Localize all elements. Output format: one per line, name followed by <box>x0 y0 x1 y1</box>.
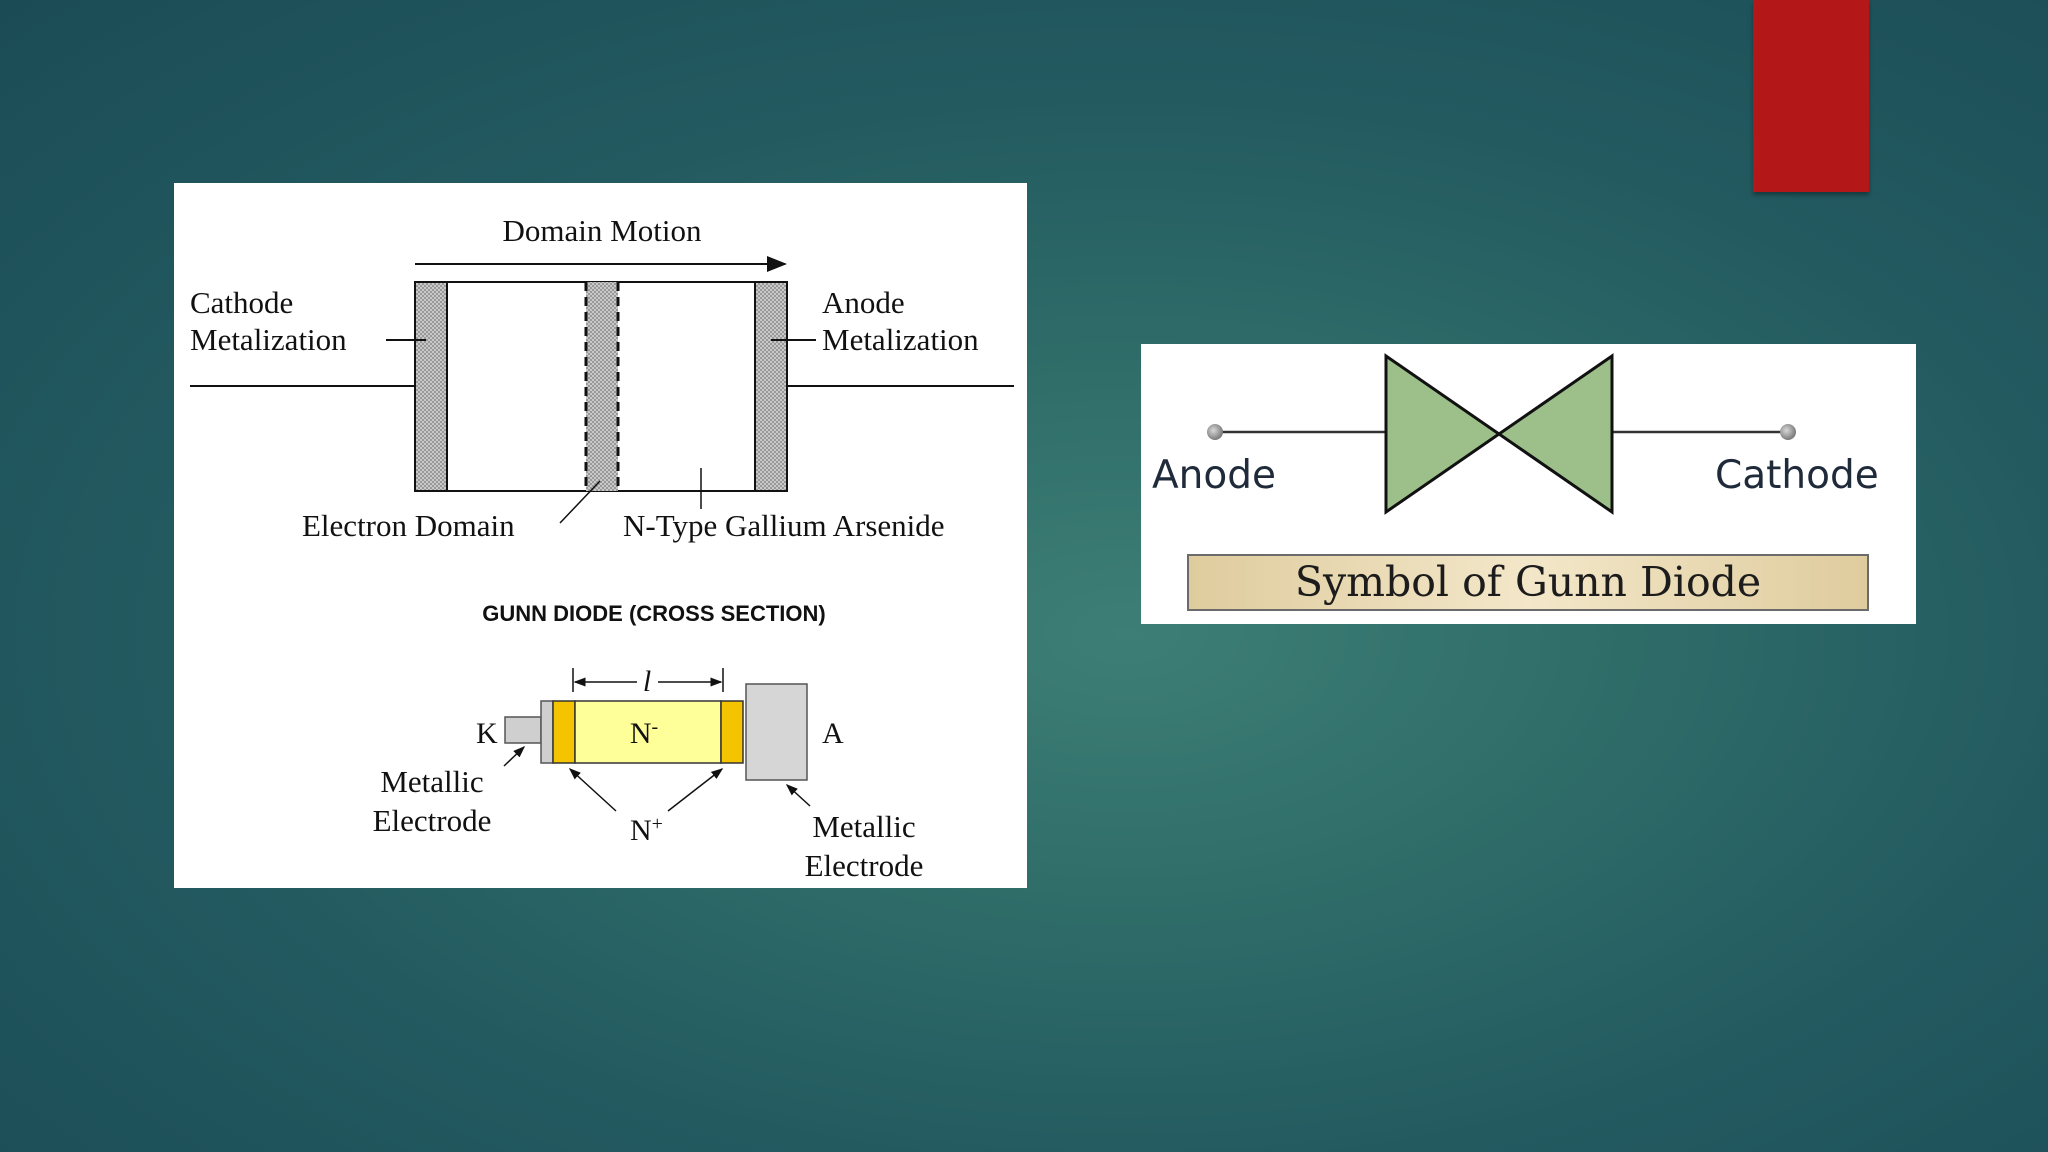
n-plus-region-right <box>720 700 744 764</box>
n-type-label: N-Type Gallium Arsenide <box>623 508 945 543</box>
n-plus-region-left <box>552 700 576 764</box>
electron-domain-leader <box>559 480 601 524</box>
n-minus-letter: N <box>630 717 652 750</box>
gunn-diode-structure-panel: Domain Motion Cathode Metalization Anode… <box>174 183 1027 888</box>
n-plus-label: N+ <box>630 813 663 847</box>
domain-motion-label: Domain Motion <box>503 213 702 248</box>
symbol-cathode-label: Cathode <box>1715 453 1879 498</box>
symbol-caption-box <box>1187 554 1869 611</box>
right-electrode-label-line1: Metallic <box>812 809 915 844</box>
n-plus-letter: N <box>630 814 652 847</box>
electron-domain-band <box>586 282 618 491</box>
symbol-right-triangle <box>1496 353 1614 515</box>
n-minus-region <box>574 700 722 764</box>
right-electrode-arrow <box>785 783 811 807</box>
anode-label-line2: Metalization <box>822 322 979 357</box>
n-plus-superscript: + <box>652 813 663 835</box>
left-electrode-label-line1: Metallic <box>380 764 483 799</box>
cross-section-caption: GUNN DIODE (CROSS SECTION) <box>482 601 825 626</box>
left-electrode-label-line2: Electrode <box>373 803 492 838</box>
n-minus-label: N- <box>630 716 658 750</box>
cathode-electrode-stub <box>504 716 542 744</box>
anode-label-line1: Anode <box>822 285 905 320</box>
gunn-diode-symbol: Anode Cathode Symbol of Gunn Diode <box>1152 353 1879 611</box>
right-electrode-label-line2: Electrode <box>805 848 924 883</box>
cathode-metalization-layer <box>414 281 448 492</box>
anode-electrode-block <box>745 683 808 781</box>
anode-metalization-layer <box>754 281 788 492</box>
gunn-diode-diagram: Domain Motion Cathode Metalization Anode… <box>190 213 1014 883</box>
anode-terminal-dot <box>1207 424 1223 440</box>
length-symbol: l <box>643 665 651 698</box>
n-plus-arrow-right <box>667 768 724 812</box>
symbol-anode-label: Anode <box>1152 453 1276 498</box>
n-plus-arrow-left <box>568 767 617 812</box>
cathode-electrode-plate <box>540 700 554 764</box>
n-minus-superscript: - <box>652 716 659 738</box>
red-accent-tab <box>1753 0 1869 192</box>
left-electrode-arrow <box>503 745 526 767</box>
a-label: A <box>822 717 844 750</box>
cathode-label-line2: Metalization <box>190 322 347 357</box>
k-label: K <box>476 717 498 750</box>
cathode-terminal-dot <box>1780 424 1796 440</box>
electron-domain-label: Electron Domain <box>302 508 515 543</box>
symbol-left-triangle <box>1384 353 1502 515</box>
cathode-label-line1: Cathode <box>190 285 293 320</box>
gunn-diode-symbol-panel: Anode Cathode Symbol of Gunn Diode <box>1141 344 1916 624</box>
symbol-caption: Symbol of Gunn Diode <box>1295 558 1761 606</box>
